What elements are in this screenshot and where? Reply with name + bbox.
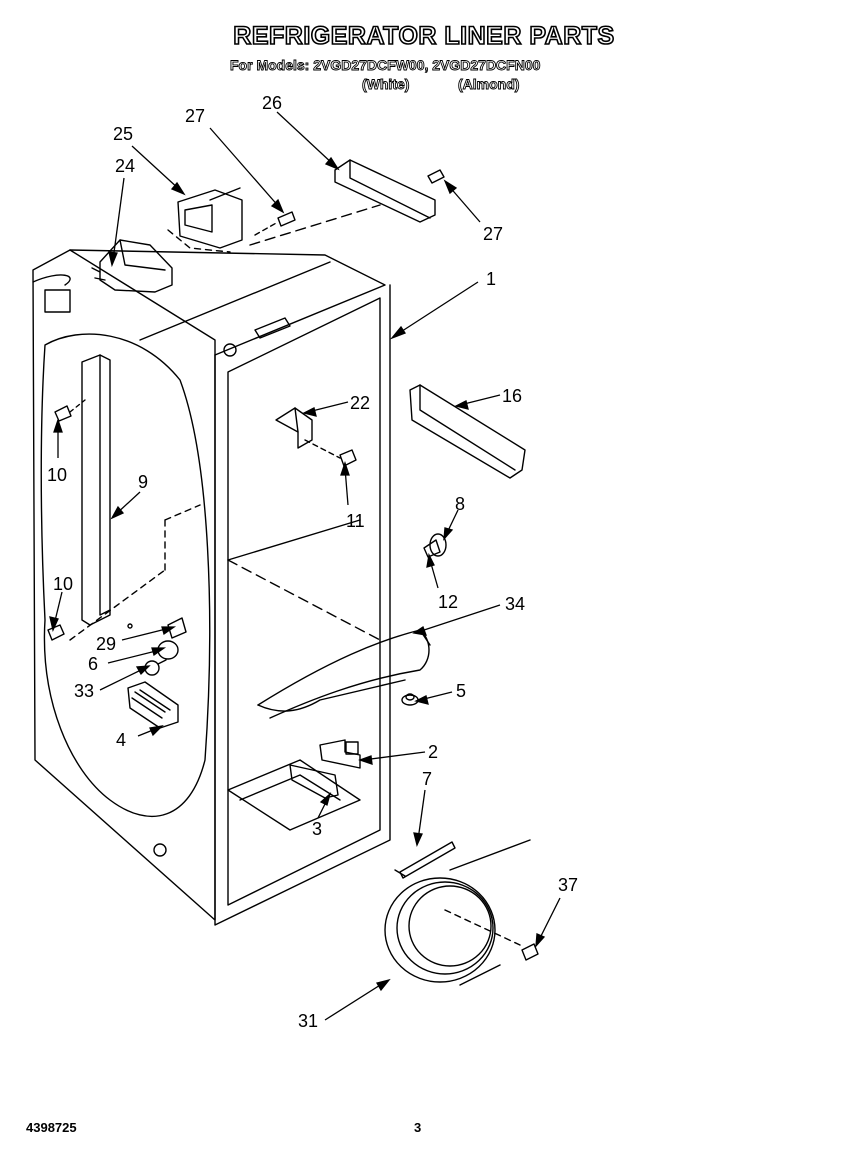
callout-27-left: 27 [185, 106, 205, 126]
callout-labels: 1 2 3 4 5 6 7 8 9 10 10 11 12 16 22 24 2… [47, 93, 578, 1031]
callout-16: 16 [502, 386, 522, 406]
callout-1: 1 [486, 269, 496, 289]
part-37-screw [521, 943, 539, 961]
variant-almond: (Almond) [458, 76, 520, 93]
part-4-grille [127, 681, 179, 729]
callout-12: 12 [438, 592, 458, 612]
part-24 [91, 239, 173, 293]
callout-24: 24 [115, 156, 135, 176]
liner-body [32, 249, 391, 926]
part-9-rail [69, 354, 201, 641]
callout-8: 8 [455, 494, 465, 514]
callout-5: 5 [456, 681, 466, 701]
part-31-harness [384, 839, 531, 986]
part-5-nut [401, 693, 419, 706]
callout-3: 3 [312, 819, 322, 839]
callout-6: 6 [88, 654, 98, 674]
callout-31: 31 [298, 1011, 318, 1031]
part-10-screw-lower [47, 624, 65, 641]
callout-33: 33 [74, 681, 94, 701]
part-10-screw-upper [54, 399, 86, 422]
callout-25: 25 [113, 124, 133, 144]
part-27-screw-right [427, 169, 445, 184]
callout-7: 7 [422, 769, 432, 789]
part-27-screw-left [254, 211, 296, 236]
callout-2: 2 [428, 742, 438, 762]
part-8-knob [423, 533, 447, 558]
part-26-bracket [249, 159, 436, 246]
page-number: 3 [414, 1120, 422, 1135]
part-7-tie [394, 841, 456, 879]
callout-22: 22 [350, 393, 370, 413]
callout-37: 37 [558, 875, 578, 895]
models-line: For Models: 2VGD27DCFW00, 2VGD27DCFN00 [230, 57, 541, 74]
callout-27-right: 27 [483, 224, 503, 244]
part-16 [409, 384, 526, 479]
callout-34: 34 [505, 594, 525, 614]
variant-white: (White) [362, 76, 410, 93]
callout-9: 9 [138, 472, 148, 492]
callout-26: 26 [262, 93, 282, 113]
callout-10-lower: 10 [53, 574, 73, 594]
part-29 [127, 617, 187, 639]
callout-4: 4 [116, 730, 126, 750]
part-22-bracket [275, 407, 313, 449]
part-3-bracket [289, 764, 339, 799]
page-title: REFRIGERATOR LINER PARTS [232, 21, 615, 51]
part-25 [167, 187, 243, 253]
callout-10-upper: 10 [47, 465, 67, 485]
document-number: 4398725 [26, 1120, 77, 1135]
leader-lines [49, 111, 561, 1021]
part-11-screw [304, 439, 357, 467]
callout-11: 11 [346, 511, 365, 531]
part-34-cover [257, 629, 431, 719]
part-2-bracket [319, 739, 361, 769]
callout-29: 29 [96, 634, 116, 654]
